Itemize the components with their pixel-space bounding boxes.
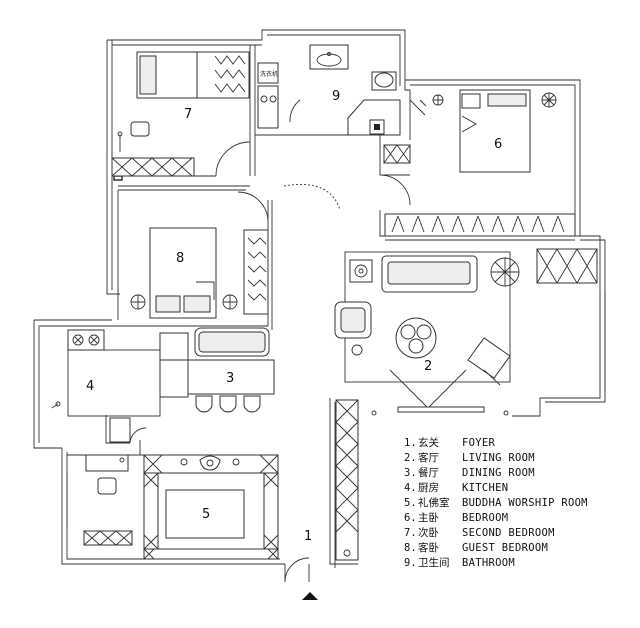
room-label-6: 6 bbox=[494, 137, 502, 152]
washbasin bbox=[309, 44, 349, 70]
wardrobe bbox=[111, 157, 195, 177]
arched-opening bbox=[283, 183, 341, 211]
room-label-4: 4 bbox=[86, 379, 94, 394]
counter bbox=[159, 332, 189, 398]
door-swing bbox=[379, 174, 411, 206]
pillow bbox=[487, 93, 527, 107]
buddha-worship-room: 5 bbox=[66, 454, 279, 560]
bath-cabinet bbox=[383, 144, 411, 164]
hanging-clothes bbox=[214, 55, 246, 93]
washer-label: 洗衣机 bbox=[260, 70, 278, 78]
shoe-cabinet bbox=[335, 399, 359, 561]
chair bbox=[130, 121, 150, 137]
wardrobe bbox=[243, 229, 269, 315]
lounge-chair bbox=[467, 337, 511, 379]
room-label-2: 2 bbox=[424, 359, 432, 374]
foyer: 1 bbox=[284, 399, 359, 600]
desk bbox=[85, 454, 129, 472]
room-label-3: 3 bbox=[226, 371, 234, 386]
living-room: 2 bbox=[334, 248, 606, 416]
room-label-1: 1 bbox=[304, 529, 312, 544]
shower bbox=[347, 99, 401, 136]
wardrobe bbox=[384, 213, 576, 237]
guest-bedroom: 8 bbox=[130, 183, 341, 319]
counter bbox=[67, 349, 161, 417]
prayer-mat bbox=[165, 489, 245, 539]
chair bbox=[219, 395, 237, 413]
dining-table bbox=[187, 359, 275, 395]
room-label-5: 5 bbox=[202, 507, 210, 522]
kitchen: 4 bbox=[51, 329, 161, 444]
chair bbox=[243, 395, 261, 413]
chair bbox=[97, 477, 117, 495]
fridge bbox=[109, 417, 131, 443]
pillow bbox=[139, 55, 157, 95]
master-bedroom: 6 bbox=[379, 89, 576, 237]
bathroom: 洗衣机 9 bbox=[257, 44, 411, 164]
dining-room: 3 bbox=[159, 327, 275, 413]
room-label-9: 9 bbox=[332, 89, 340, 104]
chair bbox=[195, 395, 213, 413]
side-table bbox=[349, 259, 373, 283]
room-label-7: 7 bbox=[184, 107, 192, 122]
cabinet bbox=[257, 85, 279, 129]
entrance-arrow bbox=[302, 592, 318, 600]
pillow bbox=[155, 295, 181, 313]
room-label-8: 8 bbox=[176, 251, 184, 266]
tv-console bbox=[397, 406, 485, 413]
second-bedroom: 7 bbox=[111, 51, 251, 177]
door-swing bbox=[215, 141, 251, 177]
washing-machine bbox=[257, 62, 279, 84]
door-swing bbox=[237, 191, 269, 223]
buddha-statue bbox=[199, 455, 221, 471]
